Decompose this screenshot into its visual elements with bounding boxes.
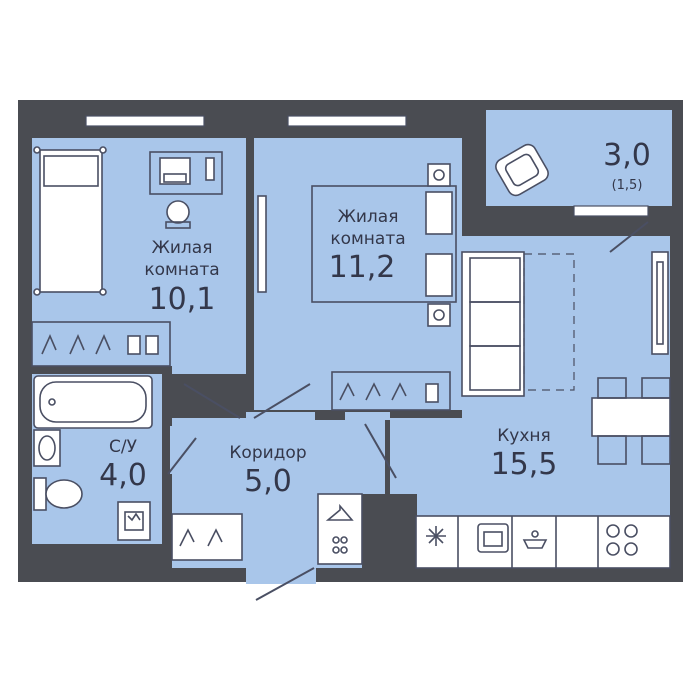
room-label-kitchen: Кухня 15,5 — [491, 426, 558, 482]
window-living2 — [287, 115, 407, 127]
room-label-living1: Жилая комната 10,1 — [144, 238, 219, 317]
room-label-living2: Жилая комната 11,2 — [329, 207, 406, 285]
dining-table-icon — [591, 377, 671, 465]
dishwasher-icon — [522, 530, 548, 549]
room-area: 5,0 — [244, 464, 292, 499]
armchair-icon — [495, 143, 549, 197]
room-area: 11,2 — [329, 250, 396, 285]
room-area: 4,0 — [99, 458, 147, 493]
desk-icon — [149, 151, 223, 195]
room-kitchen — [390, 235, 670, 568]
room-name-line1: С/У — [109, 437, 138, 457]
window-balcony — [573, 205, 649, 217]
room-area: 15,5 — [491, 447, 558, 482]
stove-icon — [606, 524, 638, 556]
room-name-line1: Жилая — [152, 238, 213, 258]
bed-icon — [33, 146, 107, 296]
room-area: 3,0 — [603, 138, 651, 173]
room-name-line1: Жилая — [338, 207, 399, 227]
room-area: 10,1 — [149, 282, 216, 317]
washer-icon — [117, 501, 151, 541]
wardrobe-icon — [331, 371, 451, 411]
double-bed-icon — [311, 163, 457, 327]
tv-icon — [651, 251, 669, 355]
room-name-line2: комната — [144, 260, 219, 280]
kitchen-counter — [415, 515, 671, 569]
wardrobe-icon — [31, 321, 171, 367]
sink-icon — [33, 429, 61, 467]
window-living1 — [85, 115, 205, 127]
wardrobe-icon — [171, 513, 243, 561]
bathtub-icon — [33, 375, 153, 429]
toilet-icon — [33, 477, 83, 511]
room-name-line1: Кухня — [497, 426, 551, 446]
windows — [20, 100, 649, 217]
room-label-corridor: Коридор 5,0 — [229, 443, 306, 499]
room-name-line2: комната — [330, 229, 405, 249]
fridge-icon — [426, 526, 446, 546]
room-name-line1: Коридор — [229, 443, 306, 463]
interior-walls — [32, 120, 672, 568]
room-label-bathroom: С/У 4,0 — [99, 437, 147, 493]
tv-icon — [257, 195, 267, 293]
door-swings — [167, 221, 649, 601]
chair-icon — [165, 200, 191, 229]
sink-icon — [477, 523, 509, 553]
room-area-note: (1,5) — [612, 178, 643, 193]
sofa-icon — [461, 251, 575, 397]
coat-hanger-icon — [317, 493, 363, 565]
room-label-balcony: 3,0 (1,5) — [603, 138, 651, 193]
